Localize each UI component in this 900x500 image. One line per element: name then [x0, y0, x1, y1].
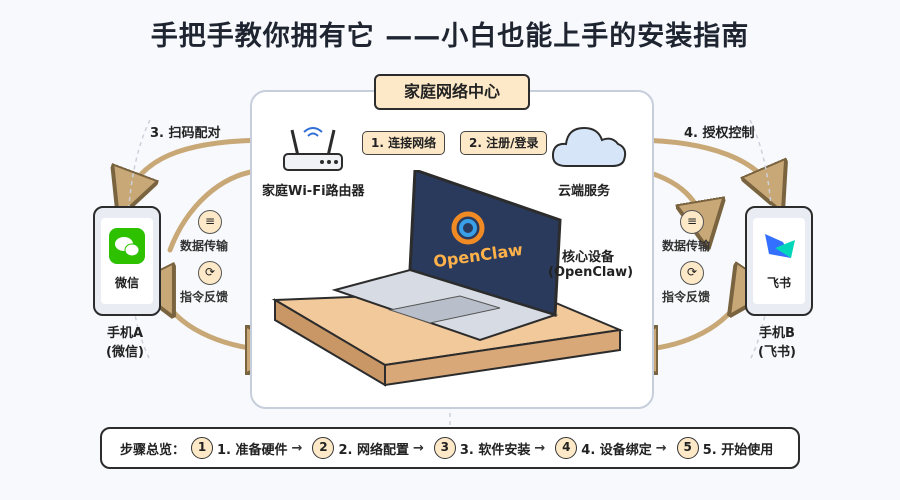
router-icon: [283, 127, 343, 171]
cloud-icon: [551, 126, 627, 167]
step-item: 3. 软件安装: [459, 442, 531, 458]
right-data-transfer-label: 数据传输: [662, 239, 711, 253]
right-command-feedback-label: 指令反馈: [662, 290, 711, 304]
arrow-right-icon: →: [655, 440, 667, 456]
step-number-badge: 1: [191, 437, 214, 459]
phone-b-label: 手机B (飞书): [742, 322, 812, 360]
step-number-badge: 5: [676, 437, 699, 459]
wechat-icon: [109, 228, 145, 264]
phone-a-app-name: 微信: [114, 276, 139, 290]
step-scan-pairing: 3. 扫码配对: [150, 126, 221, 141]
step-connect-network: 1. 连接网络: [362, 131, 446, 155]
left-data-transfer-label: 数据传输: [180, 239, 229, 253]
router-label: 家庭Wi-Fi路由器: [262, 184, 365, 199]
core-device-label-line1: 核心设备: [561, 250, 614, 265]
page-title: 手把手教你拥有它 ——小白也能上手的安装指南: [150, 21, 750, 52]
phone-b-label-line2: (飞书): [758, 345, 796, 360]
left-command-feedback-label: 指令反馈: [180, 290, 229, 304]
steps-overview-heading: 步骤总览：: [120, 442, 186, 458]
phone-a-label-line2: (微信): [106, 345, 144, 360]
step-register-login: 2. 注册/登录: [460, 131, 548, 155]
sync-icon: ⟳: [198, 261, 222, 285]
feishu-icon: [761, 228, 797, 264]
hub-label: 家庭网络中心: [374, 74, 530, 110]
steps-overview: 步骤总览： 1 1. 准备硬件 → 2 2. 网络配置 → 3 3. 软件安装 …: [100, 427, 800, 469]
phone-b: 飞书: [745, 206, 813, 316]
step-number-badge: 3: [433, 437, 456, 459]
step-authorize-control: 4. 授权控制: [684, 126, 755, 141]
step-number-badge: 2: [312, 437, 335, 459]
arrow-right-icon: →: [412, 440, 424, 456]
arrow-right-icon: →: [291, 440, 303, 456]
sync-icon: ⟳: [680, 261, 704, 285]
phone-a: 微信: [93, 206, 161, 316]
laptop-illustration: [271, 170, 624, 387]
core-device-label-line2: (OpenClaw): [548, 265, 634, 280]
step-item: 4. 设备绑定: [581, 442, 652, 458]
phone-b-label-line1: 手机B: [759, 326, 795, 341]
arrow-scan-pairing: [125, 140, 270, 200]
phone-b-app-name: 飞书: [766, 276, 791, 290]
step-item: 2. 网络配置: [338, 442, 409, 458]
step-number-badge: 4: [555, 437, 578, 459]
openclaw-logo-icon: [451, 211, 485, 245]
phone-a-label-line1: 手机A: [106, 326, 144, 341]
arrow-right-icon: →: [534, 440, 546, 456]
cloud-label: 云端服务: [558, 184, 611, 199]
step-item: 5. 开始使用: [702, 442, 774, 458]
database-icon: ≡: [680, 210, 704, 234]
phone-a-label: 手机A (微信): [90, 322, 160, 360]
step-item: 1. 准备硬件: [217, 442, 288, 458]
core-device-label: 核心设备 (OpenClaw): [548, 246, 634, 280]
database-icon: ≡: [198, 210, 222, 234]
